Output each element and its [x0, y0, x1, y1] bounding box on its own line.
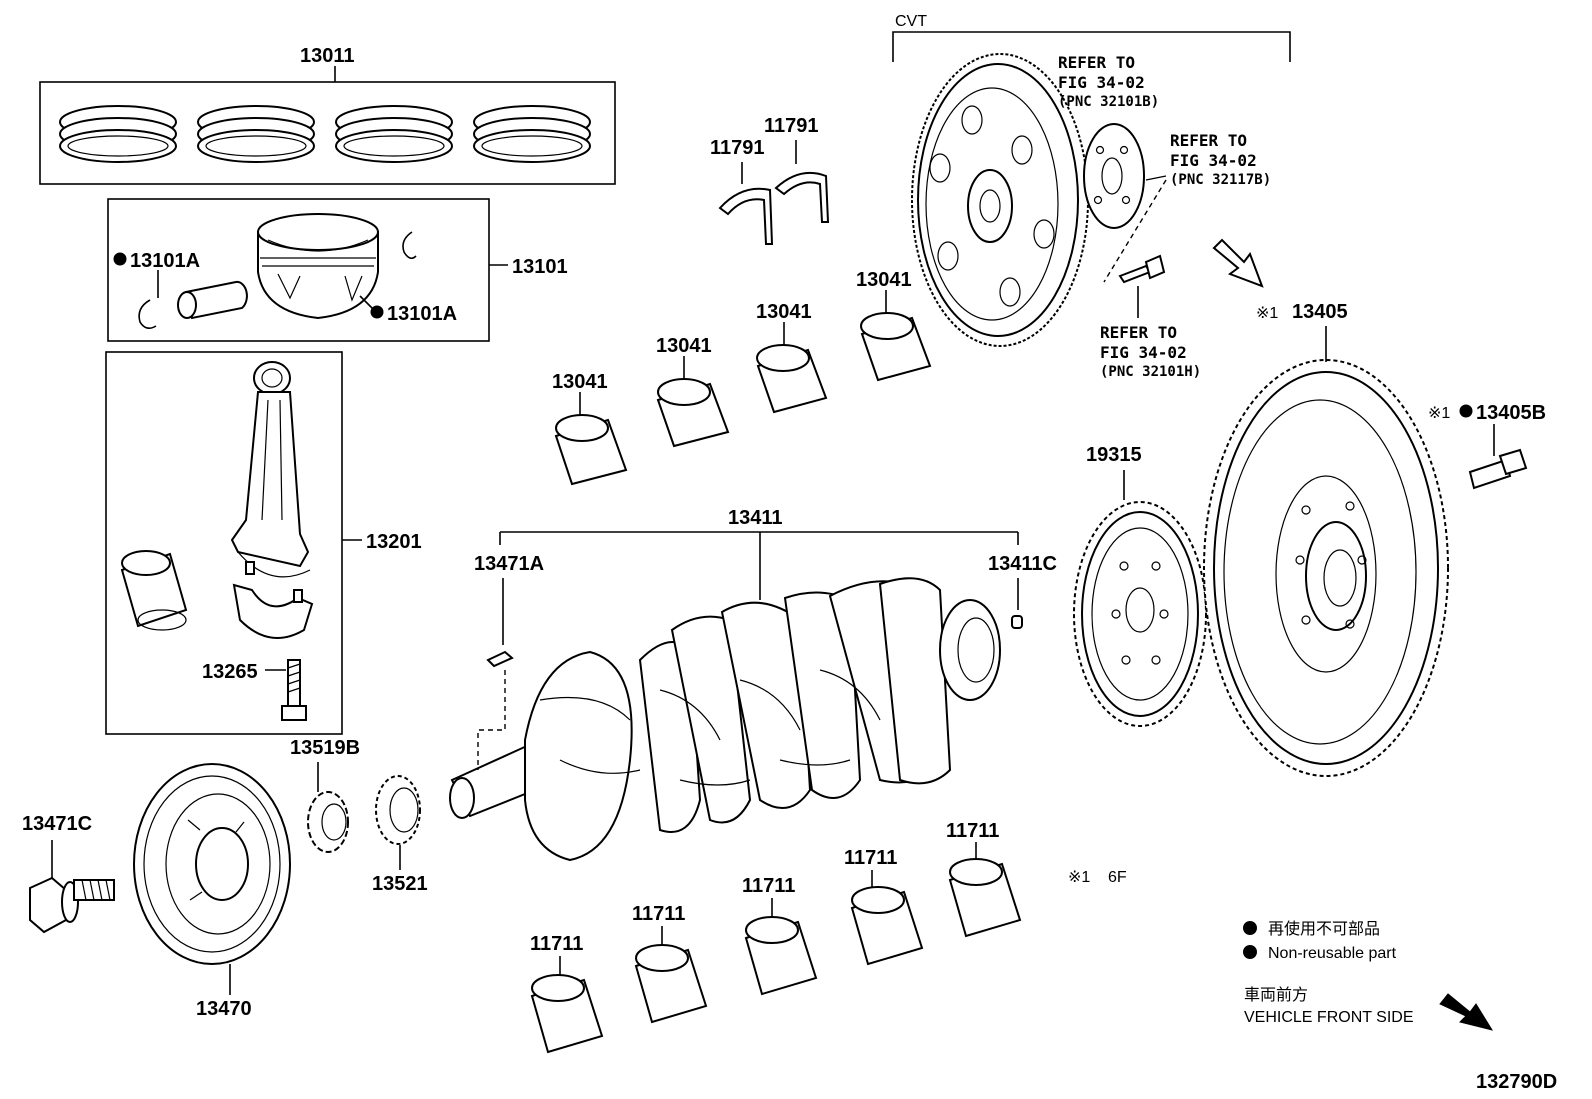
- legend-dot-icon: [1243, 921, 1257, 935]
- main-bearing-lower-2[interactable]: 11711: [632, 903, 708, 1024]
- piston-ring-2: [197, 105, 315, 163]
- main-bearing-lower-3[interactable]: 11711: [742, 875, 818, 996]
- ref-spacer-l2: FIG 34-02: [1170, 151, 1257, 170]
- legend: 再使用不可部品 Non-reusable part 車両前方 VEHICLE F…: [1243, 920, 1494, 1031]
- rod-bolt: [281, 659, 307, 721]
- piston-ring-3: [335, 105, 453, 163]
- note-6f: 6F: [1108, 869, 1127, 886]
- label-13471C: 13471C: [22, 813, 92, 835]
- mark-13405B: ※1: [1428, 405, 1450, 422]
- direction-arrow-upper-icon: [1212, 238, 1264, 288]
- non-reusable-dot: [370, 305, 384, 319]
- piston: [257, 213, 379, 320]
- connecting-rod-assembly[interactable]: 13201 13265: [105, 351, 422, 735]
- crank-signal-rotor[interactable]: 19315: [1073, 444, 1207, 727]
- label-13041-c: 13041: [756, 301, 812, 323]
- main-bearing-upper-1[interactable]: 13041: [552, 371, 628, 486]
- label-cvt: CVT: [895, 13, 927, 30]
- main-bearing-lower-1[interactable]: 11711: [530, 933, 604, 1054]
- crankshaft-key[interactable]: 13471A: [474, 553, 544, 770]
- piston-ring-4: [473, 105, 591, 163]
- thrust-washer-2[interactable]: 11791: [764, 115, 830, 223]
- ref-bolt-l3: (PNC 32101H): [1100, 364, 1201, 380]
- snap-ring-left: [138, 299, 157, 330]
- legend-front-jp: 車両前方: [1244, 986, 1308, 1004]
- crankshaft-pin[interactable]: 13411C: [988, 553, 1057, 629]
- drive-plate-spacer: [1083, 123, 1145, 229]
- drive-plate: [911, 53, 1089, 347]
- thrust-washer-1[interactable]: 11791: [710, 137, 774, 245]
- drive-plate-bolt: [1118, 254, 1166, 284]
- label-11791-b: 11791: [764, 115, 819, 137]
- label-11711-d: 11711: [844, 847, 897, 869]
- main-bearing-upper-2[interactable]: 13041: [656, 335, 730, 448]
- legend-dot-icon: [1243, 945, 1257, 959]
- label-11711-e: 11711: [946, 820, 999, 842]
- flywheel[interactable]: ※1 13405: [1203, 301, 1449, 777]
- main-bearing-upper-3[interactable]: 13041: [756, 301, 828, 414]
- non-reusable-dot: [113, 252, 127, 266]
- pulley-bolt[interactable]: 13471C: [22, 813, 115, 934]
- label-13411C: 13411C: [988, 553, 1057, 575]
- label-13101: 13101: [512, 256, 568, 278]
- crankshaft[interactable]: 13411: [449, 507, 1019, 862]
- label-13411: 13411: [728, 507, 783, 529]
- label-11791-a: 11791: [710, 137, 765, 159]
- label-13101A-left: 13101A: [130, 250, 200, 272]
- rod-bearing: [120, 550, 188, 631]
- mark-13405: ※1: [1256, 305, 1278, 322]
- label-19315: 19315: [1086, 444, 1142, 466]
- rod-cap: [232, 561, 314, 639]
- label-13405B: 13405B: [1476, 402, 1546, 424]
- label-13519B: 13519B: [290, 737, 360, 759]
- piston-assembly[interactable]: 13101 13101A 13101A: [107, 198, 568, 342]
- main-bearing-lower-4[interactable]: 11711: [844, 847, 924, 966]
- note-mark: ※1: [1068, 869, 1090, 886]
- label-13011: 13011: [300, 45, 355, 67]
- snap-ring-right: [402, 231, 417, 260]
- ref-spacer-l1: REFER TO: [1170, 131, 1247, 150]
- label-11711-a: 11711: [530, 933, 583, 955]
- label-13470: 13470: [196, 998, 252, 1020]
- legend-nonreusable-en: Non-reusable part: [1268, 945, 1397, 962]
- label-13265: 13265: [202, 661, 258, 683]
- ref-drive-plate-l2: FIG 34-02: [1058, 73, 1145, 92]
- ref-drive-plate-l1: REFER TO: [1058, 53, 1135, 72]
- legend-front-en: VEHICLE FRONT SIDE: [1244, 1009, 1414, 1026]
- label-13405: 13405: [1292, 301, 1348, 323]
- cvt-drive-plate-group[interactable]: CVT REFER TO FIG 34-02 (PNC 32101B) REFE: [892, 13, 1291, 380]
- label-11711-b: 11711: [632, 903, 685, 925]
- piston-ring-set[interactable]: 13011: [39, 45, 616, 185]
- crank-angle-sensor-plate[interactable]: 13519B: [290, 737, 360, 853]
- label-11711-c: 11711: [742, 875, 795, 897]
- figure-id: 132790D: [1476, 1071, 1557, 1093]
- main-bearing-lower-5[interactable]: 11711: [946, 820, 1022, 938]
- crankshaft-timing-gear[interactable]: 13521: [372, 775, 428, 895]
- main-bearing-upper-4[interactable]: 13041: [856, 269, 932, 382]
- label-13201: 13201: [366, 531, 422, 553]
- label-13041-d: 13041: [856, 269, 912, 291]
- piston-ring-1: [59, 105, 177, 163]
- crankshaft-pulley[interactable]: 13470: [133, 763, 291, 1020]
- non-reusable-dot: [1459, 404, 1473, 418]
- label-13521: 13521: [372, 873, 428, 895]
- ref-spacer-l3: (PNC 32117B): [1170, 172, 1271, 188]
- legend-nonreusable-jp: 再使用不可部品: [1268, 920, 1380, 938]
- label-13041-a: 13041: [552, 371, 608, 393]
- vehicle-front-arrow-icon: [1439, 993, 1494, 1031]
- ref-bolt-l1: REFER TO: [1100, 323, 1177, 342]
- ref-drive-plate-l3: (PNC 32101B): [1058, 94, 1159, 110]
- ref-bolt-l2: FIG 34-02: [1100, 343, 1187, 362]
- label-13101A-right: 13101A: [387, 303, 457, 325]
- crankshaft-body: [449, 577, 1001, 862]
- connecting-rod: [230, 361, 311, 578]
- label-13041-b: 13041: [656, 335, 712, 357]
- flywheel-bolt[interactable]: ※1 13405B: [1428, 402, 1546, 490]
- label-13471A: 13471A: [474, 553, 544, 575]
- piston-pin: [177, 280, 248, 320]
